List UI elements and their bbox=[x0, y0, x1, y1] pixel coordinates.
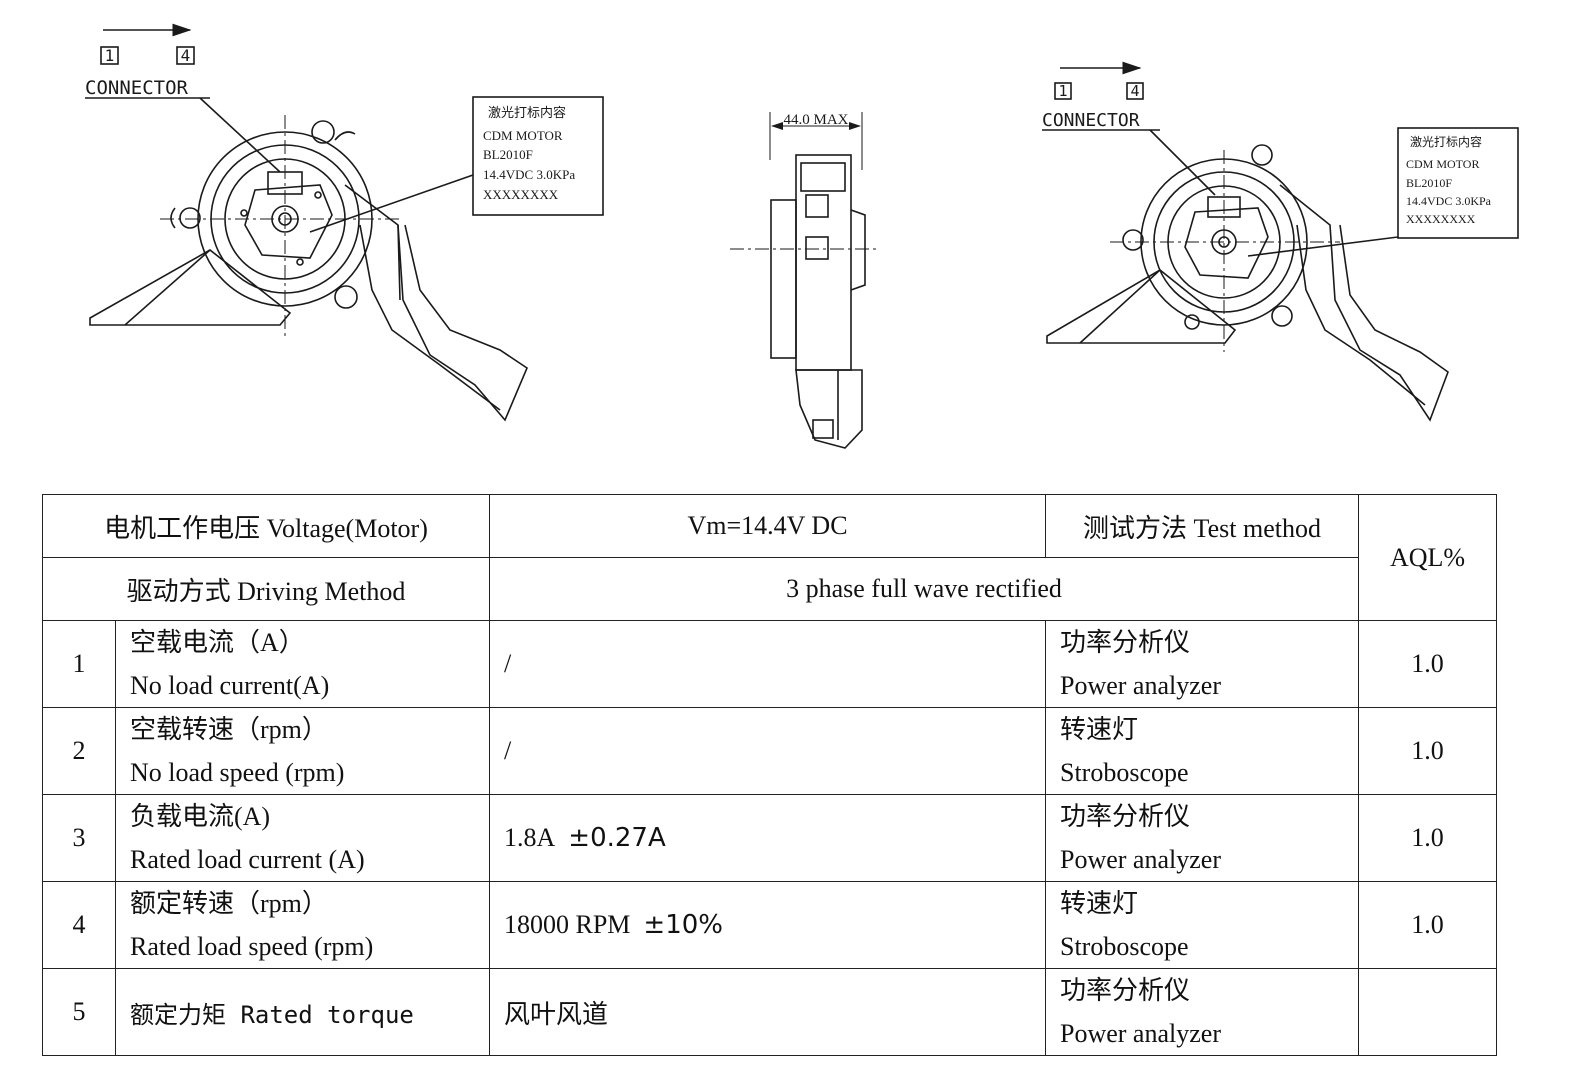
method-cn: 转速灯 bbox=[1060, 889, 1139, 918]
item-cn: 负载电流(A) bbox=[130, 802, 271, 831]
side-view: 44.0 MAX bbox=[730, 112, 878, 449]
laser-mark-title: 激光打标内容 bbox=[1410, 134, 1482, 149]
aql-value: 1.0 bbox=[1358, 794, 1497, 882]
method-cn: 功率分析仪 bbox=[1060, 628, 1191, 657]
row-number: 1 bbox=[42, 620, 116, 708]
pin-4-label: 4 bbox=[181, 46, 191, 65]
row-number: 5 bbox=[42, 968, 116, 1056]
laser-line: 14.4VDC 3.0KPa bbox=[1406, 194, 1492, 208]
method-en: Stroboscope bbox=[1060, 932, 1189, 961]
method-cn: 功率分析仪 bbox=[1060, 802, 1191, 831]
front-view-right: 1 4 CONNECTOR 激光打标内容 CDM MOTOR BL2010F 1… bbox=[1042, 61, 1519, 422]
item-cn: 空载电流（A） bbox=[130, 628, 305, 657]
laser-line: 14.4VDC 3.0KPa bbox=[483, 167, 575, 182]
method-cn: 功率分析仪 bbox=[1060, 976, 1191, 1005]
value: 18000 RPM bbox=[504, 910, 631, 939]
item-en: No load current(A) bbox=[130, 671, 330, 700]
method-cell: 功率分析仪 Power analyzer bbox=[1045, 620, 1359, 708]
item-cell: 额定力矩 Rated torque bbox=[115, 968, 490, 1056]
aql-header: AQL% bbox=[1358, 494, 1497, 621]
value-cell: 1.8A ±0.27A bbox=[489, 794, 1046, 882]
value-tolerance: ±0.27A bbox=[568, 823, 666, 853]
method-en: Power analyzer bbox=[1060, 1019, 1221, 1048]
driving-value: 3 phase full wave rectified bbox=[489, 557, 1359, 621]
table-row: 2 空载转速（rpm） No load speed (rpm) / 转速灯 St… bbox=[42, 707, 1497, 795]
row-number: 3 bbox=[42, 794, 116, 882]
method-cell: 转速灯 Stroboscope bbox=[1045, 881, 1359, 969]
dimension-label: 44.0 MAX bbox=[783, 112, 848, 128]
method-en: Power analyzer bbox=[1060, 845, 1221, 874]
laser-line: CDM MOTOR bbox=[1406, 157, 1479, 171]
value-cell: 风叶风道 bbox=[489, 968, 1046, 1056]
value-cell: / bbox=[489, 707, 1046, 795]
table-row: 5 额定力矩 Rated torque 风叶风道 功率分析仪 Power ana… bbox=[42, 968, 1497, 1056]
method-cn: 转速灯 bbox=[1060, 715, 1139, 744]
item-cn: 额定转速（rpm） bbox=[130, 889, 328, 918]
item-en: Rated load speed (rpm) bbox=[130, 932, 374, 961]
table-header-row: 驱动方式 Driving Method 3 phase full wave re… bbox=[42, 557, 1497, 621]
aql-value: 1.0 bbox=[1358, 881, 1497, 969]
connector-label: CONNECTOR bbox=[85, 77, 189, 99]
front-view-left: 1 4 CONNECTOR 激光打标内容 CDM MOTOR BL2 bbox=[85, 23, 604, 422]
value: / bbox=[504, 736, 512, 765]
voltage-label: 电机工作电压 Voltage(Motor) bbox=[42, 494, 490, 558]
aql-value: 1.0 bbox=[1358, 707, 1497, 795]
table-row: 4 额定转速（rpm） Rated load speed (rpm) 18000… bbox=[42, 881, 1497, 969]
table-row: 1 空载电流（A） No load current(A) / 功率分析仪 Pow… bbox=[42, 620, 1497, 708]
aql-value: 1.0 bbox=[1358, 620, 1497, 708]
connector-label: CONNECTOR bbox=[1042, 110, 1140, 131]
pin-1-label: 1 bbox=[105, 46, 115, 65]
pin-4-label: 4 bbox=[1130, 82, 1139, 100]
spec-table: 电机工作电压 Voltage(Motor) Vm=14.4V DC 测试方法 T… bbox=[42, 494, 1497, 1056]
value-cell: 18000 RPM ±10% bbox=[489, 881, 1046, 969]
laser-line: XXXXXXXX bbox=[1406, 212, 1476, 226]
laser-line: CDM MOTOR bbox=[483, 128, 563, 143]
driving-label: 驱动方式 Driving Method bbox=[42, 557, 490, 621]
value-tolerance: ±10% bbox=[643, 910, 723, 940]
technical-drawings: 1 4 CONNECTOR 激光打标内容 CDM MOTOR BL2 bbox=[85, 23, 1519, 449]
table-row: 3 负载电流(A) Rated load current (A) 1.8A ±0… bbox=[42, 794, 1497, 882]
item-cn: 空载转速（rpm） bbox=[130, 715, 328, 744]
voltage-value: Vm=14.4V DC bbox=[489, 494, 1046, 558]
method-en: Stroboscope bbox=[1060, 758, 1189, 787]
value: 1.8A bbox=[504, 823, 556, 852]
value-cell: / bbox=[489, 620, 1046, 708]
item-cell: 负载电流(A) Rated load current (A) bbox=[115, 794, 490, 882]
item-cell: 额定转速（rpm） Rated load speed (rpm) bbox=[115, 881, 490, 969]
laser-mark-title: 激光打标内容 bbox=[488, 105, 566, 120]
aql-value bbox=[1358, 968, 1497, 1056]
test-method-header: 测试方法 Test method bbox=[1045, 494, 1359, 558]
method-cell: 功率分析仪 Power analyzer bbox=[1045, 968, 1359, 1056]
value: / bbox=[504, 649, 512, 678]
pin-1-label: 1 bbox=[1058, 82, 1067, 100]
item-cell: 空载转速（rpm） No load speed (rpm) bbox=[115, 707, 490, 795]
method-en: Power analyzer bbox=[1060, 671, 1221, 700]
value: 风叶风道 bbox=[504, 999, 609, 1029]
method-cell: 功率分析仪 Power analyzer bbox=[1045, 794, 1359, 882]
item-en: No load speed (rpm) bbox=[130, 758, 345, 787]
laser-line: BL2010F bbox=[483, 147, 533, 162]
item-cell: 空载电流（A） No load current(A) bbox=[115, 620, 490, 708]
row-number: 4 bbox=[42, 881, 116, 969]
laser-line: BL2010F bbox=[1406, 176, 1452, 190]
table-header-row: 电机工作电压 Voltage(Motor) Vm=14.4V DC 测试方法 T… bbox=[42, 494, 1497, 621]
item-en: Rated load current (A) bbox=[130, 845, 365, 874]
method-cell: 转速灯 Stroboscope bbox=[1045, 707, 1359, 795]
laser-line: XXXXXXXX bbox=[483, 187, 559, 202]
row-number: 2 bbox=[42, 707, 116, 795]
